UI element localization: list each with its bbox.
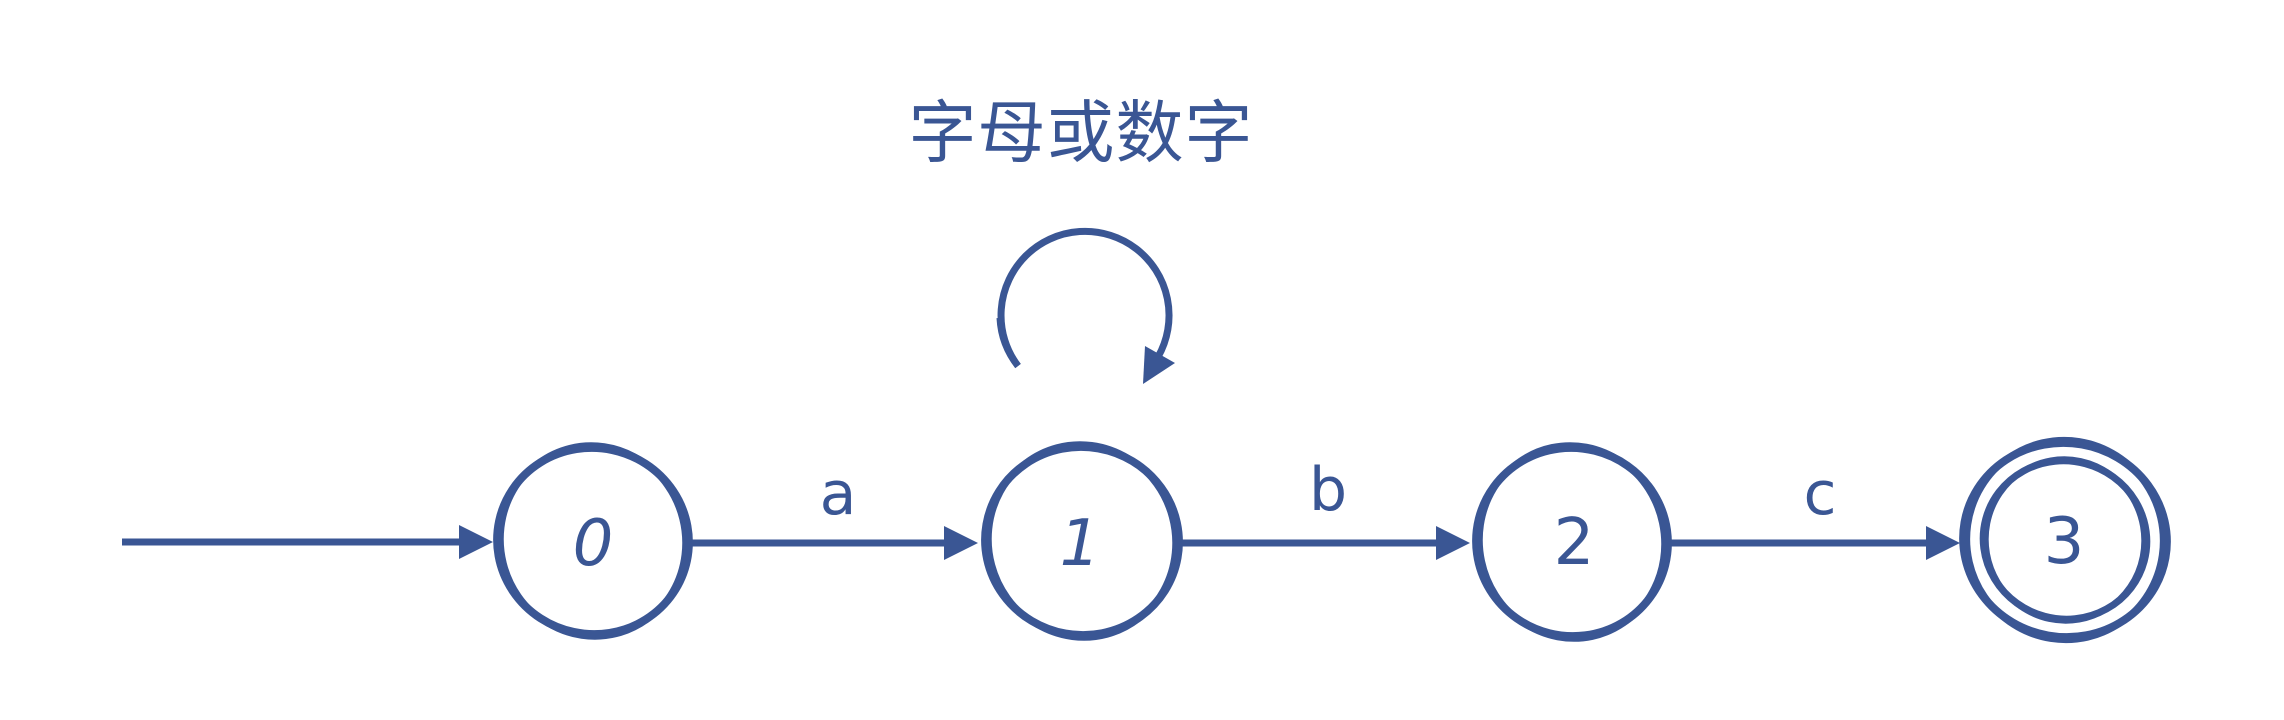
- self-loop-label: 字母或数字: [908, 95, 1253, 174]
- transition-c: c: [1671, 459, 1960, 560]
- state-0-label: 0: [573, 507, 614, 581]
- transition-b-arrowhead-icon: [1436, 526, 1470, 560]
- state-2-circle-overdraw: [1476, 442, 1668, 642]
- state-2: 2: [1472, 442, 1672, 642]
- transition-a-label: a: [820, 459, 857, 529]
- state-2-label: 2: [1554, 506, 1595, 580]
- start-arrow: [122, 525, 493, 559]
- self-loop-arc-overdraw: [996, 317, 1021, 369]
- state-1-circle-overdraw: [985, 441, 1179, 641]
- transition-a-arrowhead-icon: [944, 526, 978, 560]
- self-loop-arrow: [996, 227, 1175, 384]
- state-0: 0: [493, 442, 693, 640]
- self-loop-arc: [997, 227, 1173, 369]
- state-3-inner-circle-overdraw: [1983, 456, 2147, 624]
- state-3-accepting: 3: [1959, 436, 2171, 644]
- transition-b-label: b: [1309, 455, 1347, 525]
- state-3-outer-circle-overdraw: [1963, 436, 2167, 644]
- transition-c-label: c: [1804, 459, 1837, 529]
- start-arrowhead-icon: [459, 525, 493, 559]
- transition-b: b: [1181, 455, 1470, 560]
- state-1-label: 1: [1060, 507, 1101, 581]
- state-3-label: 3: [2044, 505, 2085, 579]
- transition-c-arrowhead-icon: [1926, 526, 1960, 560]
- state-1: 1: [981, 441, 1183, 641]
- state-0-circle-overdraw: [497, 442, 689, 640]
- transition-a: a: [691, 459, 978, 560]
- self-loop-arrowhead-icon: [1143, 346, 1175, 384]
